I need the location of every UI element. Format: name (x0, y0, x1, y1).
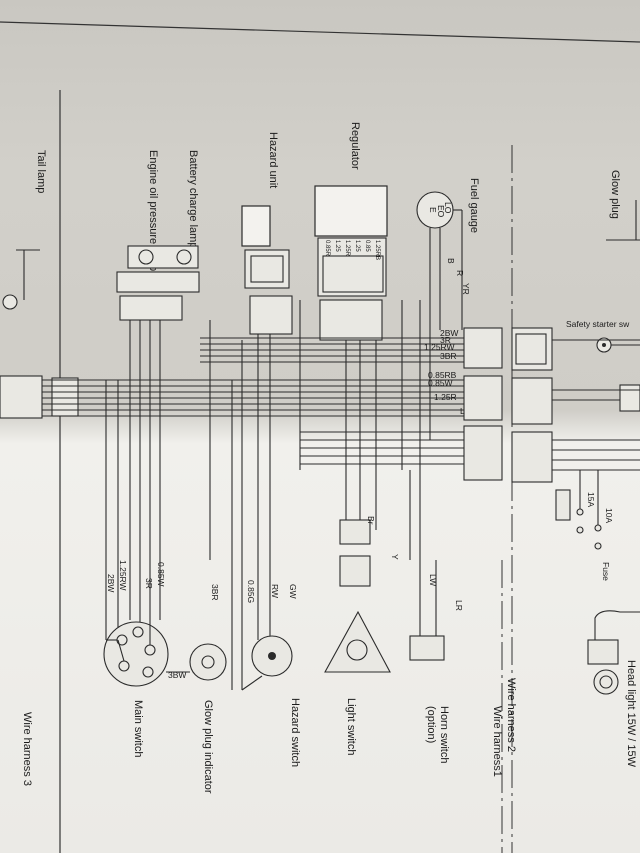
fuse-15a-label: 15A (586, 492, 596, 507)
top-border-line (0, 21, 640, 43)
fuel-gauge-label: Fuel gauge (468, 178, 480, 233)
main-wire-085w-label: 0.85W (156, 562, 166, 587)
svg-text:0.85: 0.85 (364, 240, 370, 252)
svg-text:0.85R: 0.85R (324, 240, 330, 257)
wire-label-l: L (460, 406, 465, 416)
hazard-wire-rw-label: RW (270, 584, 280, 598)
hazard-wire-gw-label: GW (288, 584, 298, 599)
bus-wires (42, 337, 640, 471)
svg-text:1.25: 1.25 (334, 240, 340, 252)
svg-text:1.25R: 1.25R (344, 240, 350, 257)
wire-harness-1-label: Wire harness1 (491, 706, 503, 777)
head-light-label: Head light 15W / 15W (625, 660, 637, 768)
safety-starter-label: Safety starter sw (566, 319, 630, 329)
main-wire-3br-label: 3BR (210, 584, 220, 601)
hazard-unit-label: Hazard unit (267, 132, 279, 188)
wire-label-125r: 1.25R (434, 392, 457, 402)
horn-switch-symbol (409, 635, 445, 661)
gauge-lo-label: LO (443, 202, 453, 214)
gauge-yr-label: YR (461, 283, 471, 295)
main-wire-2bw-label: 2BW (106, 574, 116, 592)
light-wire-br-label: Br (366, 516, 376, 525)
wire-label-3r: 3R (440, 335, 451, 345)
tail-lamp-symbol (2, 294, 18, 310)
light-wire-y-label: Y (390, 554, 400, 560)
horn-wire-lr-label: LR (454, 600, 464, 611)
main-wire-3r-label: 3R (144, 578, 154, 589)
main-wire-125rw-label: 1.25RW (118, 560, 128, 591)
light-switch-label: Light switch (345, 698, 357, 755)
regulator-box (314, 185, 388, 237)
wire-harness-3-label: Wire harness 3 (21, 712, 33, 786)
main-switch-label: Main switch (132, 700, 144, 757)
svg-text:1.25: 1.25 (354, 240, 360, 252)
gauge-r-label: R (455, 270, 465, 276)
horn-wire-lw-label: LW (428, 574, 438, 586)
hazard-switch-label: Hazard switch (289, 698, 301, 767)
wire-label-3br: 3BR (440, 351, 457, 361)
wire-label-2bw: 2BW (440, 328, 458, 338)
hazard-wire-085g-label: 0.85G (246, 580, 256, 603)
glow-plug-indicator-label: Glow plug indicator (202, 700, 214, 794)
battery-charge-lamp-label: Battery charge lamp (187, 150, 199, 248)
wire-label-125rw: 1.25RW (424, 342, 455, 352)
horn-switch-option-label: (option) (425, 706, 437, 743)
fuse-word-label: Fuse (601, 562, 611, 581)
gauge-eo-label: EO (436, 205, 446, 218)
engine-oil-pressure-lamp-label: Engine oil pressure lamp (147, 150, 159, 271)
glow-wire-3bw-label: 3BW (168, 670, 186, 680)
horn-switch-label: Horn switch (438, 706, 450, 763)
hazard-unit-box (241, 205, 271, 247)
wire-label-085w: 0.85W (428, 378, 453, 388)
regulator-label: Regulator (349, 122, 361, 170)
gauge-b-label: B (446, 258, 456, 264)
fuse-10a-label: 10A (604, 508, 614, 523)
wire-label-085rb: 0.85RB (428, 370, 457, 380)
gauge-e-label: E (428, 207, 438, 213)
svg-text:1.25RB: 1.25RB (374, 240, 380, 260)
wire-harness-2-label: Wire harness 2 (505, 678, 517, 752)
tail-lamp-label: Tail lamp (35, 150, 47, 193)
glow-plug-label: Glow plug (609, 170, 621, 219)
